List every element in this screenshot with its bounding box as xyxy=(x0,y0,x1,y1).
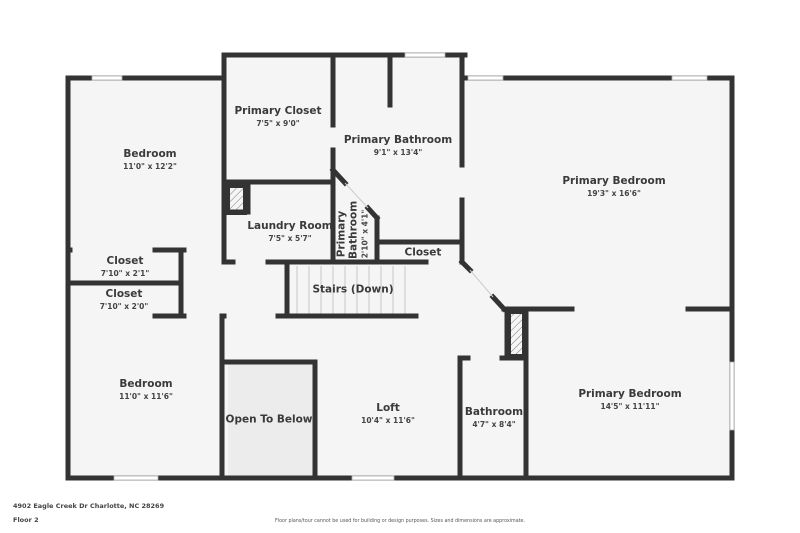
room-name: Primary Bathroom xyxy=(335,200,360,259)
room-dims: 11'0" x 11'6" xyxy=(119,392,173,401)
room-bedroom-2: Bedroom 11'0" x 11'6" xyxy=(119,378,173,402)
room-name: Primary Closet xyxy=(234,105,322,117)
room-name: Closet xyxy=(106,255,144,267)
open-to-below-area xyxy=(228,364,313,477)
room-name: Open To Below xyxy=(225,413,313,426)
room-name: Loft xyxy=(376,402,400,414)
room-name: Laundry Room xyxy=(247,220,333,232)
room-primary-bedroom-1: Primary Bedroom 19'3" x 16'6" xyxy=(562,175,665,199)
room-primary-bathroom: Primary Bathroom 9'1" x 13'4" xyxy=(344,134,452,158)
room-name: Closet xyxy=(404,246,442,259)
room-primary-closet: Primary Closet 7'5" x 9'0" xyxy=(234,105,321,129)
room-name: Bedroom xyxy=(123,148,177,160)
room-open-to-below: Open To Below xyxy=(226,414,313,427)
room-dims: 11'0" x 12'2" xyxy=(123,162,177,171)
windows xyxy=(91,52,735,481)
door-openings xyxy=(344,182,494,298)
room-loft: Loft 10'4" x 11'6" xyxy=(361,402,415,426)
room-laundry: Laundry Room 7'5" x 5'7" xyxy=(247,220,332,244)
room-name: Primary Bedroom xyxy=(578,388,682,400)
address: 4902 Eagle Creek Dr Charlotte, NC 28269 xyxy=(13,502,165,510)
room-name: Closet xyxy=(105,288,143,300)
room-name: Bathroom xyxy=(464,406,524,418)
room-closet-3: Closet 7'10" x 2'0" xyxy=(100,288,149,312)
room-stairs: Stairs (Down) xyxy=(312,284,393,297)
room-dims: 2'10" x 4'1" xyxy=(360,209,370,259)
shaft-hatch xyxy=(226,184,247,215)
room-name: Stairs (Down) xyxy=(312,283,394,296)
room-name: Primary Bedroom xyxy=(562,175,666,187)
floor-label: Floor 2 xyxy=(13,516,39,524)
room-name: Primary Bathroom xyxy=(343,134,453,146)
room-name: Bedroom xyxy=(119,378,173,390)
room-dims: 19'3" x 16'6" xyxy=(587,189,641,198)
room-closet-1: Closet xyxy=(405,247,442,260)
room-dims: 7'5" x 5'7" xyxy=(268,234,312,243)
shaft-hatch xyxy=(507,310,526,358)
room-bathroom: Bathroom 4'7" x 8'4" xyxy=(465,406,523,430)
room-bedroom-1: Bedroom 11'0" x 12'2" xyxy=(123,148,177,172)
room-dims: 9'1" x 13'4" xyxy=(373,148,423,157)
room-dims: 7'10" x 2'1" xyxy=(100,269,150,278)
room-primary-bedroom-2: Primary Bedroom 14'5" x 11'11" xyxy=(578,388,681,412)
room-dims: 7'10" x 2'0" xyxy=(99,302,149,311)
disclaimer: Floor plans/tour cannot be used for buil… xyxy=(274,519,526,524)
floor-fill xyxy=(68,55,732,480)
room-dims: 10'4" x 11'6" xyxy=(361,416,415,425)
room-dims: 7'5" x 9'0" xyxy=(256,119,300,128)
room-closet-2: Closet 7'10" x 2'1" xyxy=(101,255,150,279)
room-dims: 4'7" x 8'4" xyxy=(472,420,516,429)
stairs-treads xyxy=(296,266,406,315)
room-dims: 14'5" x 11'11" xyxy=(600,402,660,411)
room-primary-bathroom-2: Primary Bathroom 2'10" x 4'1" xyxy=(335,200,371,259)
